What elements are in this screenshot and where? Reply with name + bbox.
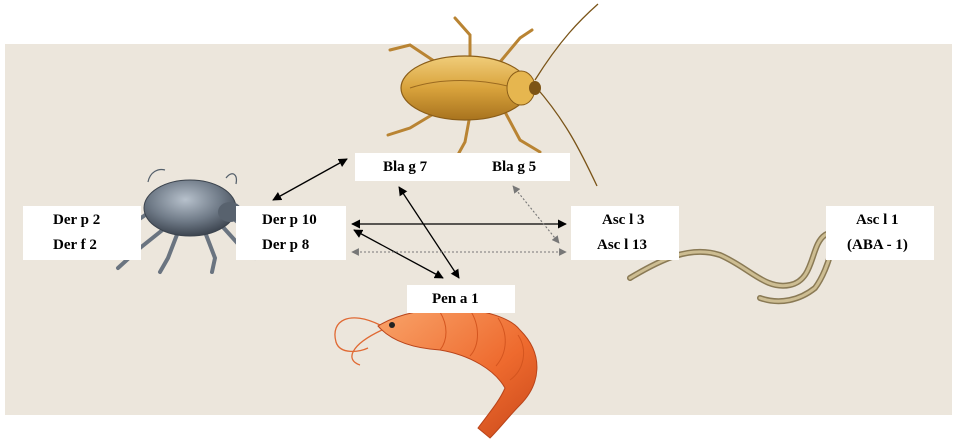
- shrimp-label-box: Pen a 1: [407, 285, 515, 313]
- allergen-der-p-10: Der p 10: [262, 212, 317, 229]
- arrow-derp10-blag7: [273, 159, 347, 200]
- arrow-blag5-ascl13: [513, 186, 559, 243]
- mite-left-label-box: Der p 2 Der f 2: [23, 206, 141, 260]
- ascaris-specific-label-box: Asc l 1 (ABA - 1): [826, 206, 934, 260]
- allergen-pen-a-1: Pen a 1: [432, 291, 479, 308]
- allergen-aba-1: (ABA - 1): [847, 237, 908, 254]
- allergen-der-f-2: Der f 2: [53, 237, 97, 254]
- allergen-asc-l-13: Asc l 13: [597, 237, 647, 254]
- arrow-derp10-pena1: [354, 230, 443, 278]
- allergen-der-p-2: Der p 2: [53, 212, 100, 229]
- ascaris-cross-label-box: Asc l 3 Asc l 13: [571, 206, 679, 260]
- allergen-der-p-8: Der p 8: [262, 237, 309, 254]
- arrow-blag7-pena1: [399, 187, 459, 278]
- shrimp-illustration: [335, 309, 537, 438]
- allergen-asc-l-1: Asc l 1: [856, 212, 899, 229]
- cockroach-label-box: Bla g 7 Bla g 5: [355, 153, 570, 181]
- allergen-bla-g-7: Bla g 7: [383, 159, 427, 176]
- allergen-bla-g-5: Bla g 5: [492, 159, 536, 176]
- allergen-asc-l-3: Asc l 3: [602, 212, 645, 229]
- mite-right-label-box: Der p 10 Der p 8: [236, 206, 346, 260]
